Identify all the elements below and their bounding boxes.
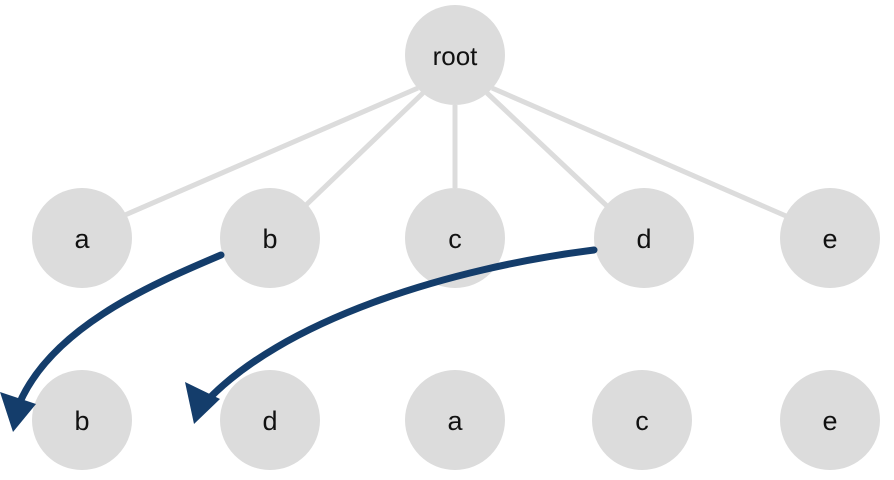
- node-bottom-d[interactable]: d: [220, 370, 320, 470]
- node-middle-e-circle[interactable]: [780, 188, 880, 288]
- node-bottom-c-circle[interactable]: [592, 370, 692, 470]
- node-bottom-e[interactable]: e: [780, 370, 880, 470]
- node-bottom-b[interactable]: b: [32, 370, 132, 470]
- tree-edge-root-e: [491, 85, 787, 219]
- node-root-circle[interactable]: [405, 5, 505, 105]
- tree-edge-root-a: [124, 85, 419, 218]
- node-bottom-a-circle[interactable]: [405, 370, 505, 470]
- node-middle-d[interactable]: d: [594, 188, 694, 288]
- node-bottom-a[interactable]: a: [405, 370, 505, 470]
- tree-edge-group: [124, 85, 787, 219]
- node-bottom-b-circle[interactable]: [32, 370, 132, 470]
- node-middle-b-circle[interactable]: [220, 188, 320, 288]
- node-bottom-c[interactable]: c: [592, 370, 692, 470]
- node-bottom-d-circle[interactable]: [220, 370, 320, 470]
- mapping-arrow-b-to-b-path[interactable]: [12, 251, 225, 416]
- node-root[interactable]: root: [405, 5, 505, 105]
- bottom-row-group: b d a c e: [32, 370, 880, 470]
- tree-edge-root-b: [303, 91, 425, 208]
- tree-edge-root-d: [485, 91, 610, 209]
- node-middle-d-circle[interactable]: [594, 188, 694, 288]
- mapping-arrow-d-to-d-head: [185, 382, 220, 424]
- node-middle-c-circle[interactable]: [405, 188, 505, 288]
- node-middle-e[interactable]: e: [780, 188, 880, 288]
- mapping-arrow-b-to-b[interactable]: [0, 251, 225, 432]
- mapping-arrow-d-to-d[interactable]: [185, 246, 598, 424]
- mapping-arrow-d-to-d-path[interactable]: [199, 246, 598, 409]
- mapping-arrow-group: [0, 246, 598, 432]
- node-middle-c[interactable]: c: [405, 188, 505, 288]
- node-bottom-e-circle[interactable]: [780, 370, 880, 470]
- node-middle-b[interactable]: b: [220, 188, 320, 288]
- mapping-arrow-b-to-b-head: [0, 392, 36, 432]
- node-middle-a-circle[interactable]: [32, 188, 132, 288]
- node-middle-a[interactable]: a: [32, 188, 132, 288]
